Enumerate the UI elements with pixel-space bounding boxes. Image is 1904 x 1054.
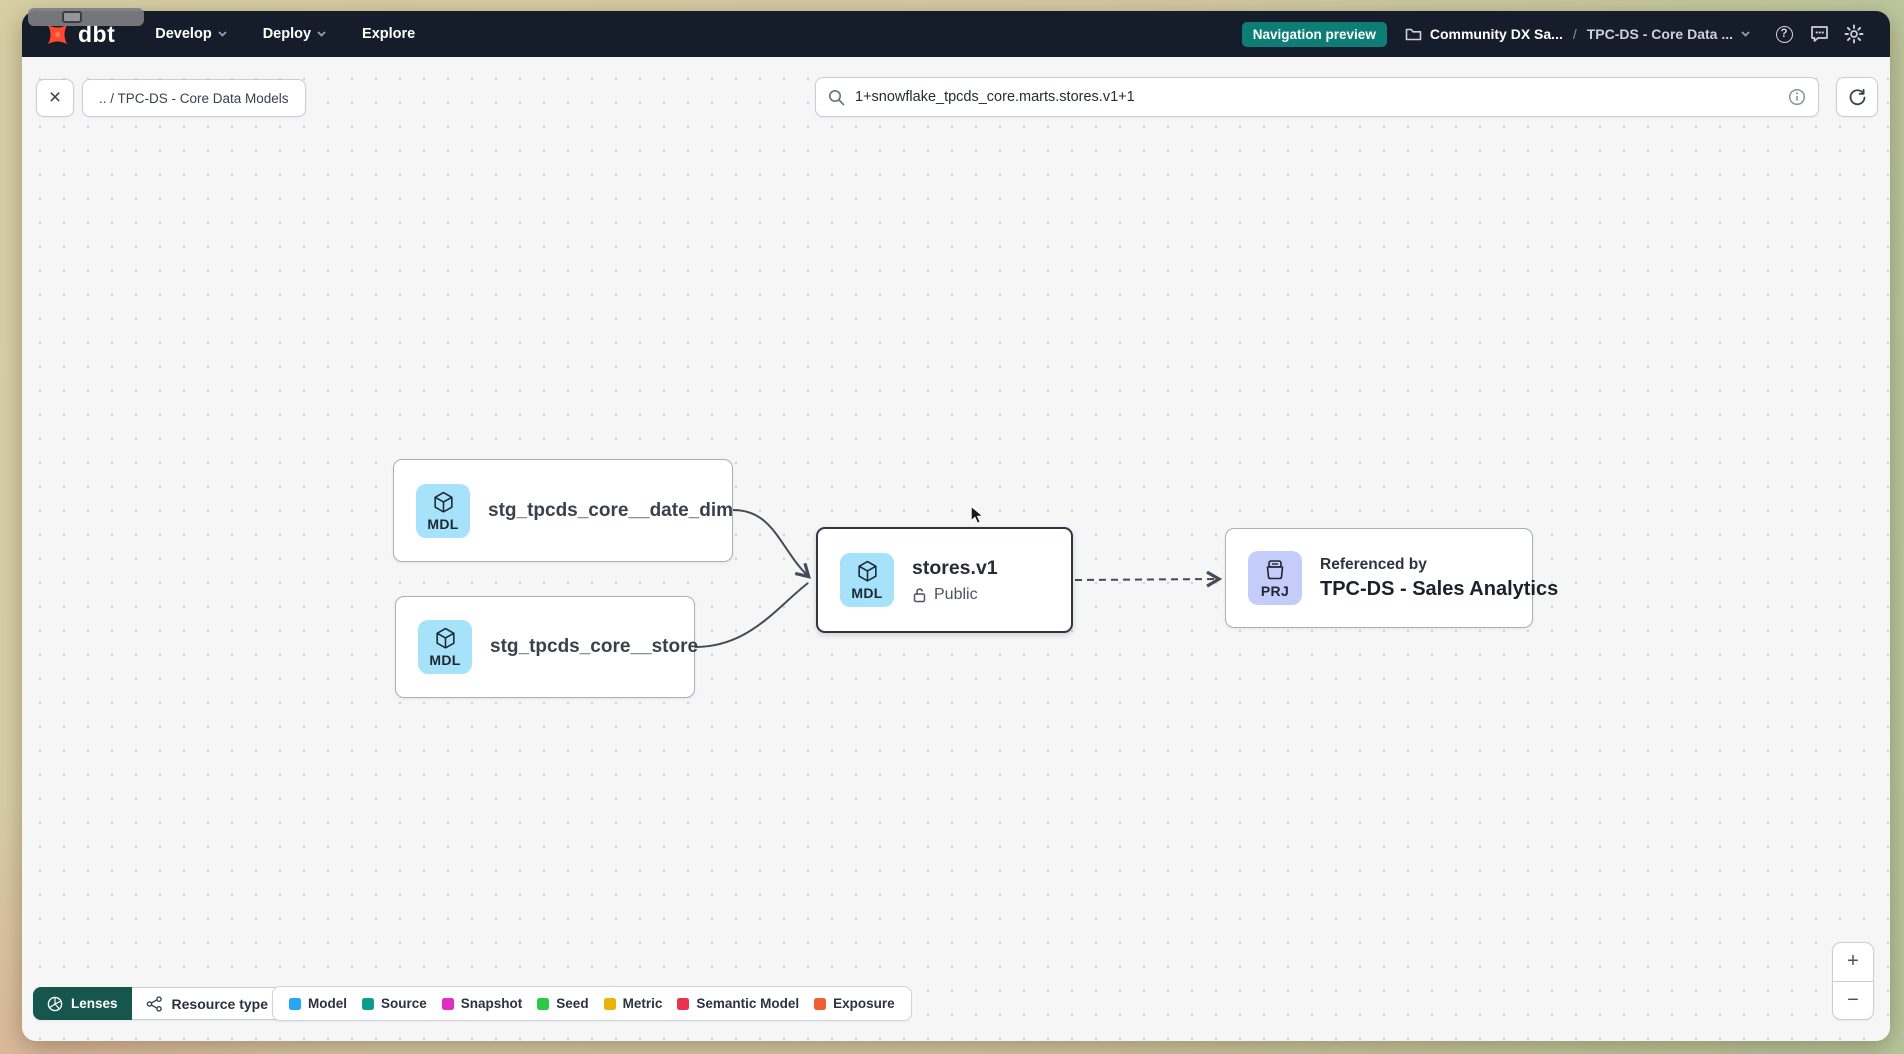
zoom-controls: + −	[1832, 942, 1874, 1020]
screen-share-pill	[28, 8, 144, 26]
legend-label: Model	[308, 996, 347, 1011]
legend-item: Model	[289, 996, 347, 1011]
lineage-search[interactable]	[815, 77, 1819, 117]
legend-swatch	[362, 997, 374, 1010]
settings-gear-icon[interactable]	[1844, 24, 1864, 44]
lineage-breadcrumb[interactable]: .. / TPC-DS - Core Data Models	[82, 79, 306, 117]
lens-aperture-icon	[47, 996, 63, 1011]
nav-item-develop[interactable]: Develop	[155, 26, 227, 42]
legend-item: Source	[362, 996, 427, 1011]
chevron-down-icon	[218, 31, 227, 37]
node-label: stg_tpcds_core__date_dim	[488, 499, 733, 521]
legend-label: Exposure	[833, 996, 895, 1011]
refresh-icon	[1849, 88, 1865, 105]
project-badge: PRJ	[1248, 551, 1302, 605]
close-lineage-button[interactable]: ×	[36, 79, 74, 117]
cube-icon	[857, 560, 877, 582]
node-label: stores.v1	[912, 556, 998, 579]
cube-icon	[435, 627, 455, 649]
project-name: TPC-DS - Core Data ...	[1586, 26, 1733, 42]
legend-label: Source	[381, 996, 427, 1011]
legend-swatch	[441, 997, 454, 1010]
mouse-cursor	[970, 505, 985, 525]
node-label: stg_tpcds_core__store	[490, 636, 699, 657]
legend-label: Semantic Model	[696, 996, 800, 1011]
legend-swatch	[603, 997, 616, 1010]
project-stack-icon	[1266, 559, 1284, 579]
zoom-out-button[interactable]: −	[1847, 988, 1859, 1011]
node-label: TPC-DS - Sales Analytics	[1320, 577, 1559, 600]
resource-graph-icon	[146, 995, 162, 1012]
info-icon[interactable]	[1788, 88, 1806, 106]
search-input[interactable]	[855, 89, 1778, 105]
model-badge: MDL	[416, 483, 470, 538]
account-breadcrumb[interactable]: Community DX Sa... / TPC-DS - Core Data …	[1405, 26, 1750, 42]
breadcrumb-separator: /	[1572, 26, 1577, 42]
cube-icon	[433, 491, 453, 513]
lenses-button[interactable]: Lenses	[33, 987, 132, 1020]
model-badge: MDL	[840, 553, 894, 607]
legend-swatch	[677, 997, 690, 1010]
legend-swatch	[289, 997, 301, 1010]
legend-item: Seed	[537, 996, 589, 1011]
public-unlock-icon	[913, 587, 926, 602]
legend-item: Exposure	[814, 996, 895, 1011]
screen-share-icon	[62, 11, 82, 23]
nav-item-deploy[interactable]: Deploy	[263, 26, 326, 42]
legend-label: Seed	[556, 996, 589, 1011]
refresh-lineage-button[interactable]	[1836, 77, 1878, 117]
node-referenced-by-sales-analytics[interactable]: PRJ Referenced by TPC-DS - Sales Analyti…	[1225, 528, 1558, 628]
chevron-down-icon	[317, 31, 326, 37]
nav-item-explore[interactable]: Explore	[362, 26, 416, 42]
feedback-icon[interactable]	[1809, 24, 1829, 44]
legend-swatch	[814, 997, 827, 1010]
legend-label: Metric	[622, 996, 663, 1011]
dbt-logo-icon	[47, 24, 68, 44]
legend-item: Metric	[603, 996, 663, 1011]
account-name: Community DX Sa...	[1429, 26, 1563, 42]
legend-swatch	[537, 997, 550, 1010]
model-badge: MDL	[418, 620, 472, 674]
node-stg-tpcds-core-store[interactable]: MDL stg_tpcds_core__store	[395, 596, 699, 698]
referenced-by-caption: Referenced by	[1320, 555, 1427, 573]
node-stores-v1-selected[interactable]: MDL stores.v1 Public	[816, 527, 1073, 633]
node-stg-tpcds-core-date-dim[interactable]: MDL stg_tpcds_core__date_dim	[393, 459, 733, 562]
legend-item: Semantic Model	[677, 996, 799, 1011]
navigation-preview-badge[interactable]: Navigation preview	[1241, 21, 1387, 47]
folder-icon	[1405, 28, 1422, 40]
chevron-down-icon	[1741, 31, 1750, 37]
access-label: Public	[934, 585, 978, 603]
legend-label: Snapshot	[460, 996, 523, 1011]
app-window: dbt Develop Deploy Explore Navigation pr…	[22, 11, 1890, 1041]
search-icon	[828, 89, 845, 105]
help-icon[interactable]: ?	[1774, 24, 1794, 44]
lineage-canvas[interactable]: × .. / TPC-DS - Core Data Models	[22, 57, 1890, 1041]
legend: Model Source Snapshot Seed Metric Semantic Mo…	[272, 986, 912, 1021]
zoom-in-button[interactable]: +	[1833, 943, 1873, 982]
lenses-control: Lenses Resource type	[33, 987, 304, 1020]
top-nav-bar: dbt Develop Deploy Explore Navigation pr…	[22, 11, 1890, 57]
legend-item: Snapshot	[441, 996, 523, 1011]
